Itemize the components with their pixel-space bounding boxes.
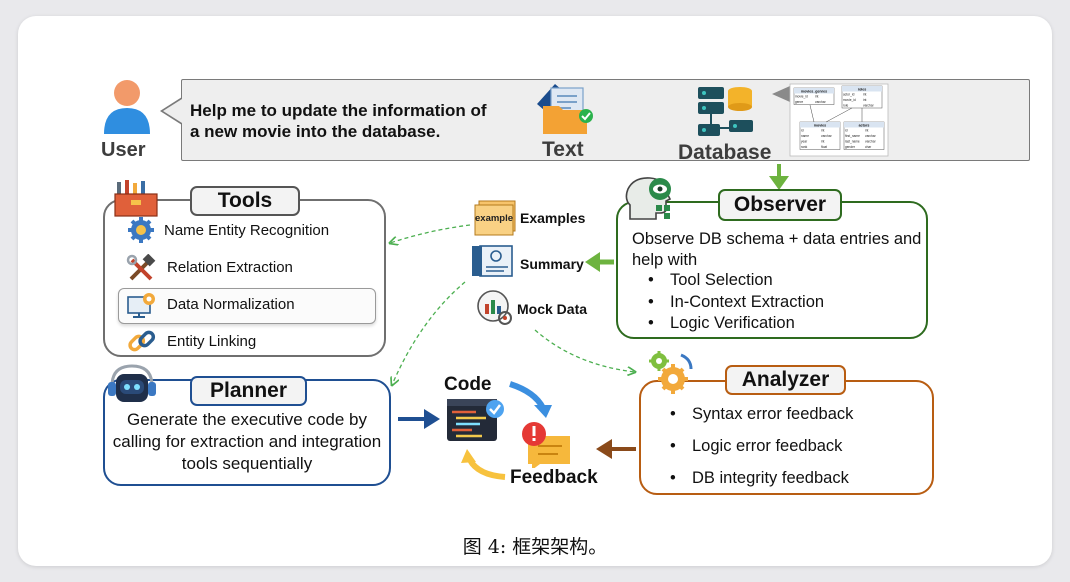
figure-caption: 图 4: 框架架构。 (462, 536, 608, 558)
schema-cell: varchar (863, 104, 875, 108)
planner-title: Planner (190, 376, 307, 406)
schema-cell: year (801, 140, 808, 144)
schema-relation (825, 107, 853, 123)
summary-icon (472, 245, 513, 277)
schema-cell: movie_id (843, 98, 856, 102)
schema-cell: char (865, 145, 872, 149)
tool-name-entity-recognition: Name Entity Recognition (164, 222, 330, 239)
schema-table-header (844, 122, 884, 128)
mock-data-label: Mock Data (517, 301, 588, 317)
arrow-planner-code-head (424, 409, 440, 429)
arrow-observer-summary-head (585, 252, 600, 272)
schema-cell: id (801, 129, 804, 133)
schema-table-name: roles (858, 87, 867, 91)
arrow-code-feedback (509, 381, 546, 410)
planner-description: Generate the executive code by calling f… (112, 410, 382, 473)
schema-cell: varchar (865, 134, 877, 138)
feedback-label: Feedback (510, 467, 598, 488)
schema-table-header (842, 86, 882, 92)
schema-cell: actor_id (843, 93, 855, 97)
schema-cell: varchar (815, 100, 827, 104)
user-icon (104, 80, 150, 134)
request-text: Help me to update the information of a n… (190, 101, 487, 141)
gear-icon (128, 217, 154, 243)
analyzer-bullet: Logic error feedback (662, 430, 853, 462)
database-label: Database (678, 141, 772, 164)
schema-cell: name (801, 134, 809, 138)
schema-table-header (794, 88, 834, 94)
observer-head-icon (625, 177, 672, 220)
tool-entity-linking: Entity Linking (167, 333, 257, 350)
database-icon (698, 87, 753, 136)
schema-cell: genre (795, 100, 803, 104)
examples-label: Examples (520, 210, 586, 226)
dashed-summary-planner (392, 281, 466, 385)
request-bubble (181, 79, 1030, 161)
schema-cell: int (821, 129, 824, 133)
arrow-feedback-code-head (461, 449, 476, 463)
dashed-examples-tools (390, 224, 471, 243)
hammer-wrench-icon (126, 254, 156, 281)
monitor-gear-icon (127, 293, 155, 318)
schema-cell: int (815, 95, 818, 99)
arrow-code-feedback-head (534, 405, 552, 418)
user-label: User (101, 139, 146, 161)
schema-cell: int (863, 98, 866, 102)
schema-cell: int (863, 93, 866, 97)
feedback-icon (522, 422, 570, 468)
example-tag-text: example (475, 213, 514, 224)
analyzer-bullets: Syntax error feedback Logic error feedba… (662, 398, 853, 494)
arrow-feedback-code (467, 458, 506, 480)
schema-cell: rank (801, 145, 808, 149)
observer-bullets: Tool Selection In-Context Extraction Log… (640, 270, 824, 335)
observer-bullet: Logic Verification (640, 313, 824, 335)
analyzer-gears-icon (649, 351, 693, 394)
schema-cell: role (843, 104, 849, 108)
arrow-analyzer-feedback-head (596, 439, 612, 459)
tools-title: Tools (190, 186, 300, 216)
schema-table-name: movies (814, 123, 826, 127)
tool-highlight-box (118, 288, 376, 324)
observer-description: Observe DB schema + data entries and hel… (632, 230, 922, 269)
observer-title: Observer (718, 189, 842, 221)
text-document-icon (537, 84, 593, 134)
schema-relation (809, 104, 815, 123)
robot-icon (108, 364, 156, 402)
observer-bullet: Tool Selection (640, 270, 824, 292)
analyzer-bullet: DB integrity feedback (662, 462, 853, 494)
schema-cell: int (821, 140, 824, 144)
code-window-icon (447, 399, 504, 441)
schema-cell: first_name (845, 134, 860, 138)
analyzer-bullet: Syntax error feedback (662, 398, 853, 430)
schema-cell: varchar (865, 140, 877, 144)
schema-table-name: movies_genres (801, 89, 827, 93)
schema-cell: varchar (821, 134, 833, 138)
schema-cell: gender (845, 145, 856, 149)
toolbox-icon (114, 180, 158, 217)
schema-cell: movie_id (795, 95, 808, 99)
summary-label: Summary (520, 256, 584, 272)
observer-bullet: In-Context Extraction (640, 292, 824, 314)
schema-cell: int (865, 129, 868, 133)
schema-cell: id (845, 129, 848, 133)
tool-relation-extraction: Relation Extraction (167, 259, 293, 276)
arrow-database-observer-head (769, 176, 789, 190)
tool-data-normalization: Data Normalization (167, 296, 295, 313)
chain-link-icon (128, 330, 156, 352)
dashed-mockdata-analyzer (534, 329, 635, 372)
text-label: Text (542, 138, 584, 161)
code-label: Code (444, 374, 492, 395)
schema-cell: float (821, 145, 827, 149)
schema-table-name: actors (859, 123, 870, 127)
analyzer-title: Analyzer (725, 365, 846, 395)
schema-cell: last_name (845, 140, 860, 144)
mock-data-icon (477, 290, 512, 325)
examples-icon (474, 200, 516, 236)
schema-table-header (800, 122, 840, 128)
